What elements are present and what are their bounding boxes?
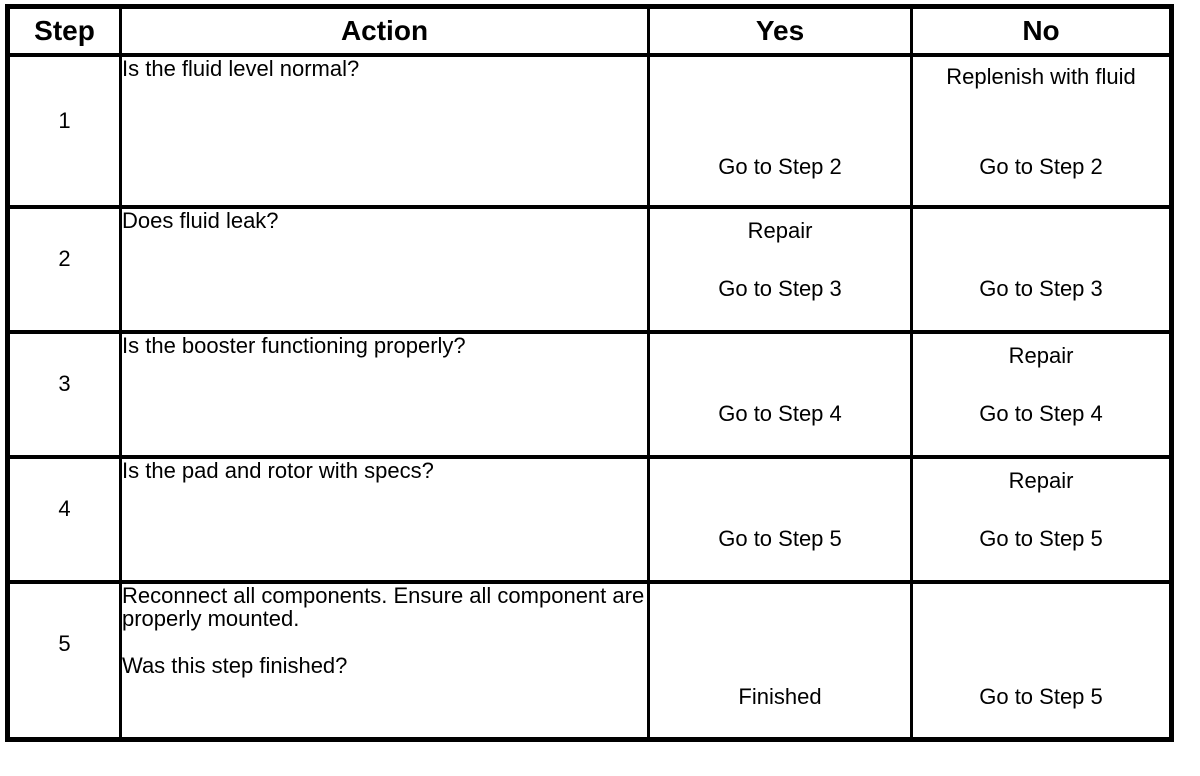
no-goto-text: Go to Step 4: [979, 401, 1103, 426]
action-cell: Does fluid leak?: [119, 205, 650, 334]
no-goto-text: Go to Step 5: [979, 684, 1103, 709]
yes-action-text: [652, 469, 909, 527]
yes-goto-text: Go to Step 5: [718, 526, 842, 551]
column-header-action: Action: [119, 4, 650, 57]
no-action-text: Repair: [1008, 343, 1074, 368]
yes-action-text: Repair: [747, 218, 813, 243]
action-text: Does fluid leak?: [122, 208, 279, 233]
action-text: Is the fluid level normal?: [122, 56, 360, 81]
step-number: 4: [6, 455, 122, 584]
yes-action-text: [652, 344, 909, 402]
column-header-step: Step: [6, 4, 122, 57]
no-goto-text: Go to Step 3: [979, 276, 1103, 301]
action-cell: Is the fluid level normal?: [119, 53, 650, 209]
step-number: 3: [6, 330, 122, 459]
yes-goto-text: Go to Step 4: [718, 401, 842, 426]
no-cell: Go to Step 5: [910, 580, 1173, 741]
action-text: Is the booster functioning properly?: [122, 333, 466, 358]
table-row: 2 Does fluid leak? Repair Go to Step 3 G…: [6, 205, 1173, 334]
document-page: Step Action Yes No 1 Is the fluid level …: [0, 4, 1200, 776]
no-goto-text: Go to Step 2: [979, 154, 1103, 179]
no-action-text: [915, 592, 1169, 685]
diagnosis-table: Step Action Yes No 1 Is the fluid level …: [5, 4, 1174, 742]
no-cell: Repair Go to Step 5: [910, 455, 1173, 584]
yes-cell: Repair Go to Step 3: [647, 205, 913, 334]
yes-cell: Go to Step 5: [647, 455, 913, 584]
yes-goto-text: Finished: [738, 684, 822, 709]
table-row: 1 Is the fluid level normal? Go to Step …: [6, 53, 1173, 209]
yes-goto-text: Go to Step 3: [718, 276, 842, 301]
table-row: 5 Reconnect all components. Ensure all c…: [6, 580, 1173, 741]
no-goto-text: Go to Step 5: [979, 526, 1103, 551]
action-cell: Reconnect all components. Ensure all com…: [119, 580, 650, 741]
yes-cell: Finished: [647, 580, 913, 741]
no-action-text: [915, 219, 1169, 277]
yes-cell: Go to Step 2: [647, 53, 913, 209]
no-cell: Replenish with fluid Go to Step 2: [910, 53, 1173, 209]
no-action-text: Repair: [1008, 468, 1074, 493]
action-text: Is the pad and rotor with specs?: [122, 458, 434, 483]
yes-goto-text: Go to Step 2: [718, 154, 842, 179]
no-cell: Go to Step 3: [910, 205, 1173, 334]
table-row: 4 Is the pad and rotor with specs? Go to…: [6, 455, 1173, 584]
step-number: 1: [6, 53, 122, 209]
yes-action-text: [652, 592, 909, 685]
action-text: Was this step finished?: [122, 653, 348, 678]
table-row: 3 Is the booster functioning properly? G…: [6, 330, 1173, 459]
no-cell: Repair Go to Step 4: [910, 330, 1173, 459]
action-text: Reconnect all components. Ensure all com…: [122, 583, 645, 631]
column-header-no: No: [910, 4, 1173, 57]
action-cell: Is the booster functioning properly?: [119, 330, 650, 459]
table-header-row: Step Action Yes No: [6, 4, 1173, 57]
no-action-text: Replenish with fluid: [946, 64, 1136, 89]
yes-action-text: [652, 65, 909, 155]
column-header-yes: Yes: [647, 4, 913, 57]
step-number: 2: [6, 205, 122, 334]
yes-cell: Go to Step 4: [647, 330, 913, 459]
action-cell: Is the pad and rotor with specs?: [119, 455, 650, 584]
step-number: 5: [6, 580, 122, 741]
